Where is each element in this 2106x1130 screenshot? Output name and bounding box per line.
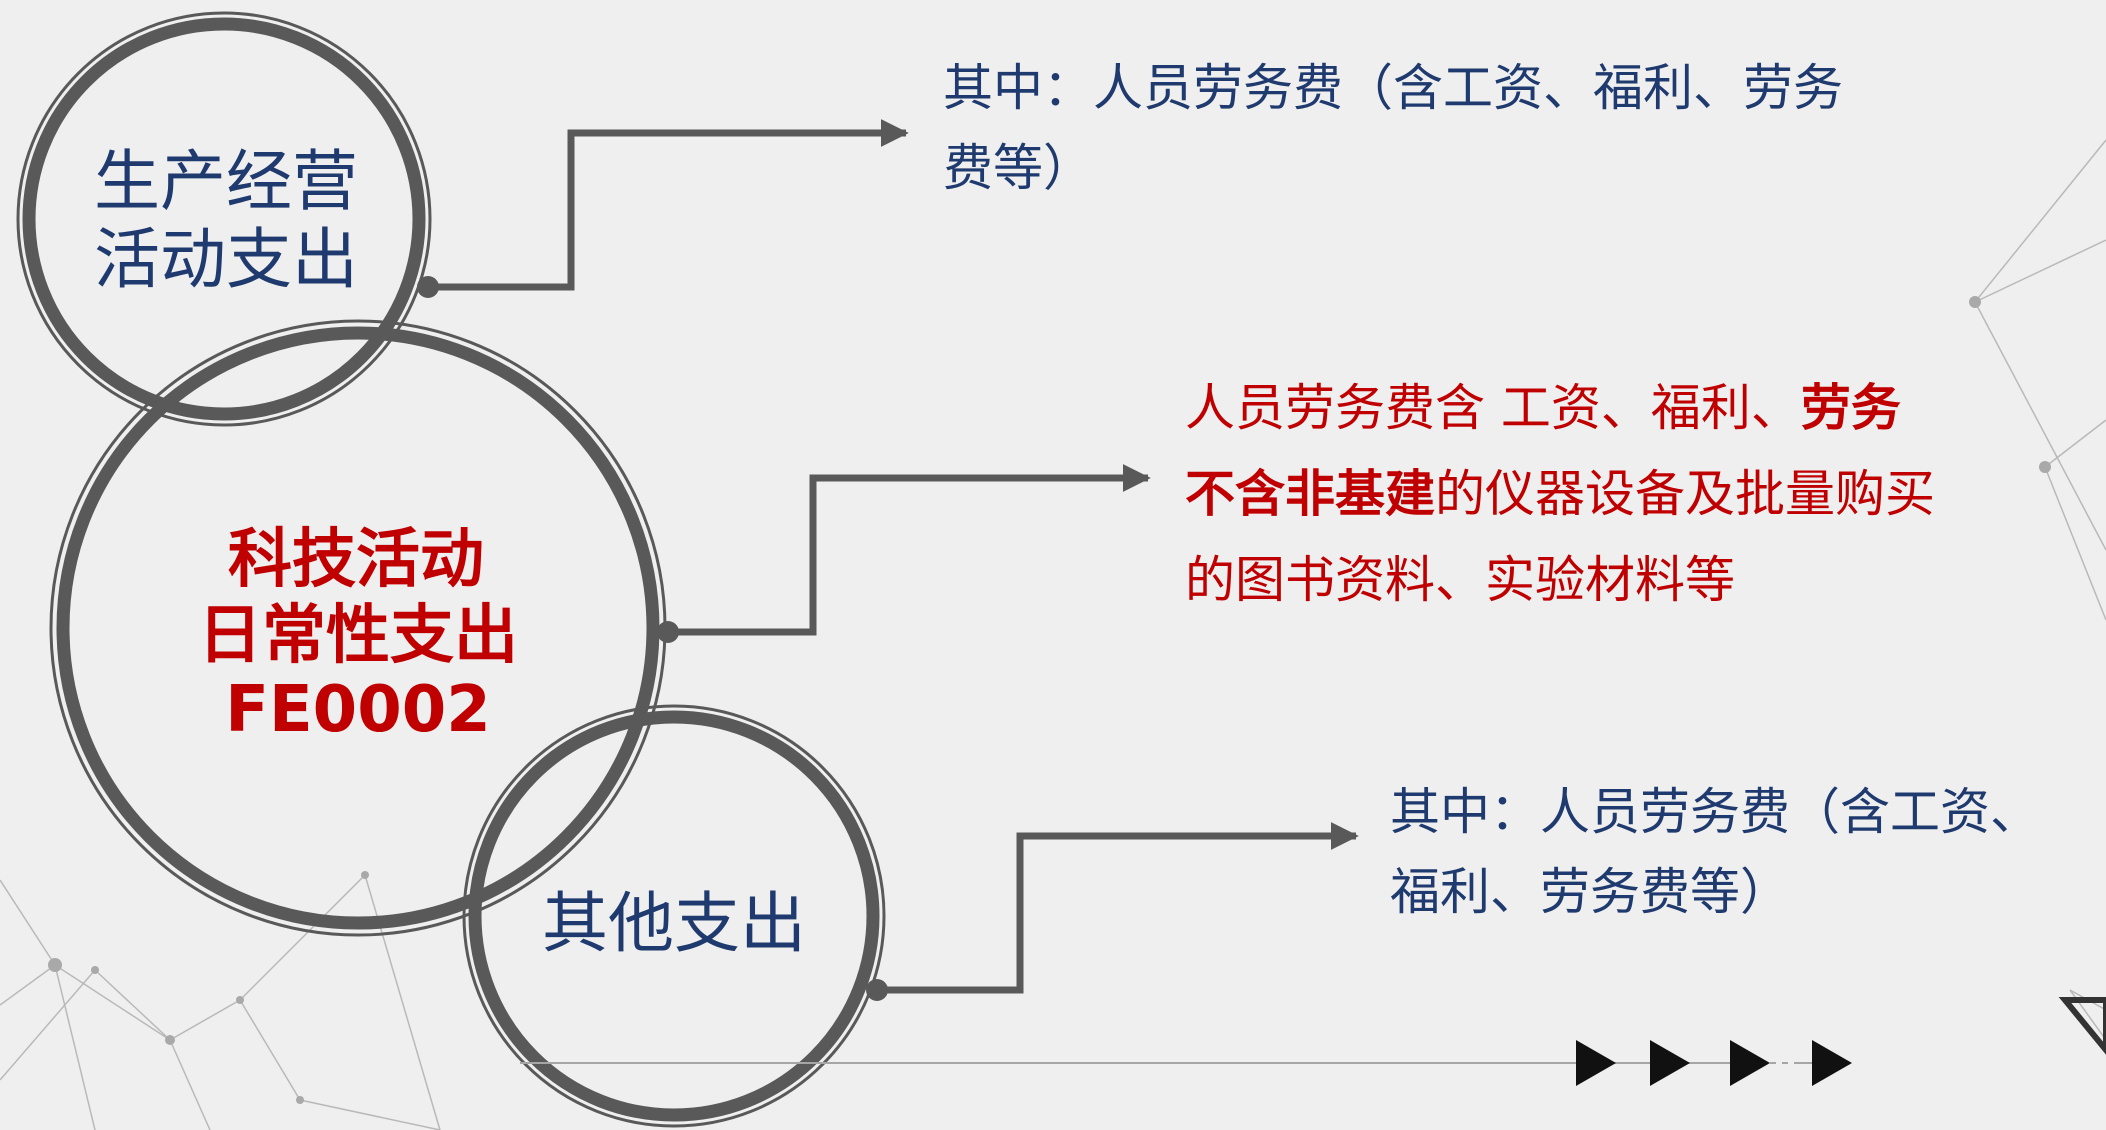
decorative-network-bottom-left xyxy=(0,871,441,1130)
triangle-arrow-icon xyxy=(1650,1040,1690,1086)
production-label-line2: 活动支出 xyxy=(94,221,358,298)
decorative-network-right xyxy=(1969,139,2106,1041)
note-science-line1-text: 人员劳务费含 工资、福利、 xyxy=(1185,379,1801,437)
note-science-line1-bold: 劳务 xyxy=(1800,379,1901,437)
triangle-arrow-icon xyxy=(1576,1040,1616,1086)
note-science-line2-bold: 不含非基建 xyxy=(1185,465,1435,523)
note-science-line2: 不含非基建的仪器设备及批量购买 xyxy=(1185,451,1935,537)
note-production-line1: 其中：人员劳务费（含工资、福利、劳务 xyxy=(943,59,1843,117)
arrow-right-icon xyxy=(877,822,1359,994)
note-other-line2: 福利、劳务费等） xyxy=(1390,863,1790,921)
note-other-line1: 其中：人员劳务费（含工资、 xyxy=(1390,783,2040,841)
arrow-right-icon xyxy=(668,464,1151,636)
note-science-line1: 人员劳务费含 工资、福利、劳务 xyxy=(1185,365,1935,451)
other-expense-label: 其他支出 xyxy=(542,885,806,962)
note-production: 其中：人员劳务费（含工资、福利、劳务 费等） xyxy=(943,48,1843,208)
arrow-right-icon xyxy=(428,119,909,291)
circle-production-activity xyxy=(16,11,432,427)
production-label-line1: 生产经营 xyxy=(94,143,358,220)
note-science-line3: 的图书资料、实验材料等 xyxy=(1185,551,1735,609)
circle-other-expense xyxy=(462,704,886,1128)
note-other: 其中：人员劳务费（含工资、 福利、劳务费等） xyxy=(1390,772,2040,932)
triangle-arrow-icon xyxy=(1730,1040,1770,1086)
note-science: 人员劳务费含 工资、福利、劳务 不含非基建的仪器设备及批量购买 的图书资料、实验… xyxy=(1185,365,1935,623)
science-label-code: FE0002 xyxy=(225,673,491,747)
science-label-line2: 日常性支出 xyxy=(198,599,518,673)
note-production-line2: 费等） xyxy=(943,139,1093,197)
triangle-arrow-icon xyxy=(1812,1040,1852,1086)
note-science-line2-text: 的仪器设备及批量购买 xyxy=(1435,465,1935,523)
decorative-triangle-icon xyxy=(2058,997,2106,1055)
science-label-line1: 科技活动 xyxy=(228,523,484,597)
